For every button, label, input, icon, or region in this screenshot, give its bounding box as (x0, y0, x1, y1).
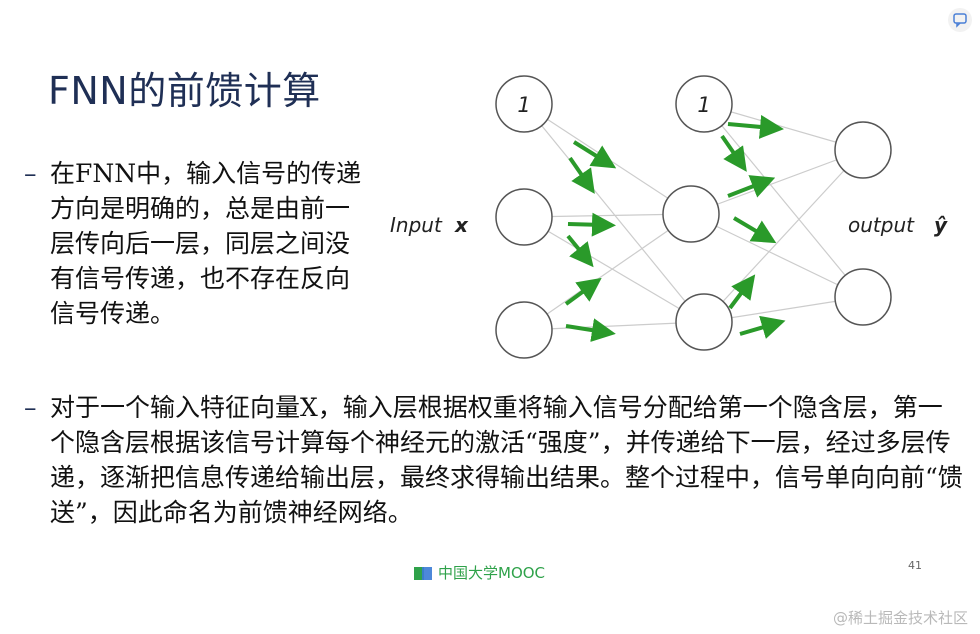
input-node (495, 301, 553, 359)
output-symbol: ŷ (934, 213, 948, 237)
bullet-dash: – (24, 393, 37, 422)
watermark: @稀土掘金技术社区 (832, 609, 968, 627)
bias-label: 1 (697, 93, 710, 117)
bullet-computation-process: – 对于一个输入特征向量X，输入层根据权重将输入信号分配给第一个隐含层，第一个隐… (24, 390, 964, 530)
bullet-text: 在FNN中，输入信号的传递方向是明确的，总是由前一层传向后一层，同层之间没有信号… (50, 159, 362, 328)
fnn-diagram: 1 1 Input x output ŷ (390, 75, 948, 359)
slide-title: FNN的前馈计算 (48, 69, 321, 113)
bias-label: 1 (517, 93, 530, 117)
bullet-dash: – (24, 159, 37, 188)
mooc-logo-text: 中国大学MOOC (438, 564, 546, 582)
output-node (834, 268, 892, 326)
output-node (834, 121, 892, 179)
output-label: output (848, 213, 915, 237)
signal-arrows (564, 114, 786, 342)
bullet-feed-direction: – 在FNN中，输入信号的传递方向是明确的，总是由前一层传向后一层，同层之间没有… (24, 156, 374, 331)
bias-node-hidden (675, 75, 733, 133)
input-node (495, 188, 553, 246)
bias-node-input (495, 75, 553, 133)
input-label: Input (390, 213, 443, 237)
page-number: 41 (908, 559, 922, 572)
mooc-logo-icon (414, 565, 434, 581)
hidden-node (662, 185, 720, 243)
mooc-logo: 中国大学MOOC (414, 562, 545, 583)
corner-chat-icon[interactable] (948, 8, 972, 32)
bullet-text: 对于一个输入特征向量X，输入层根据权重将输入信号分配给第一个隐含层，第一个隐含层… (50, 393, 963, 527)
hidden-node (675, 293, 733, 351)
input-symbol: x (454, 213, 469, 237)
